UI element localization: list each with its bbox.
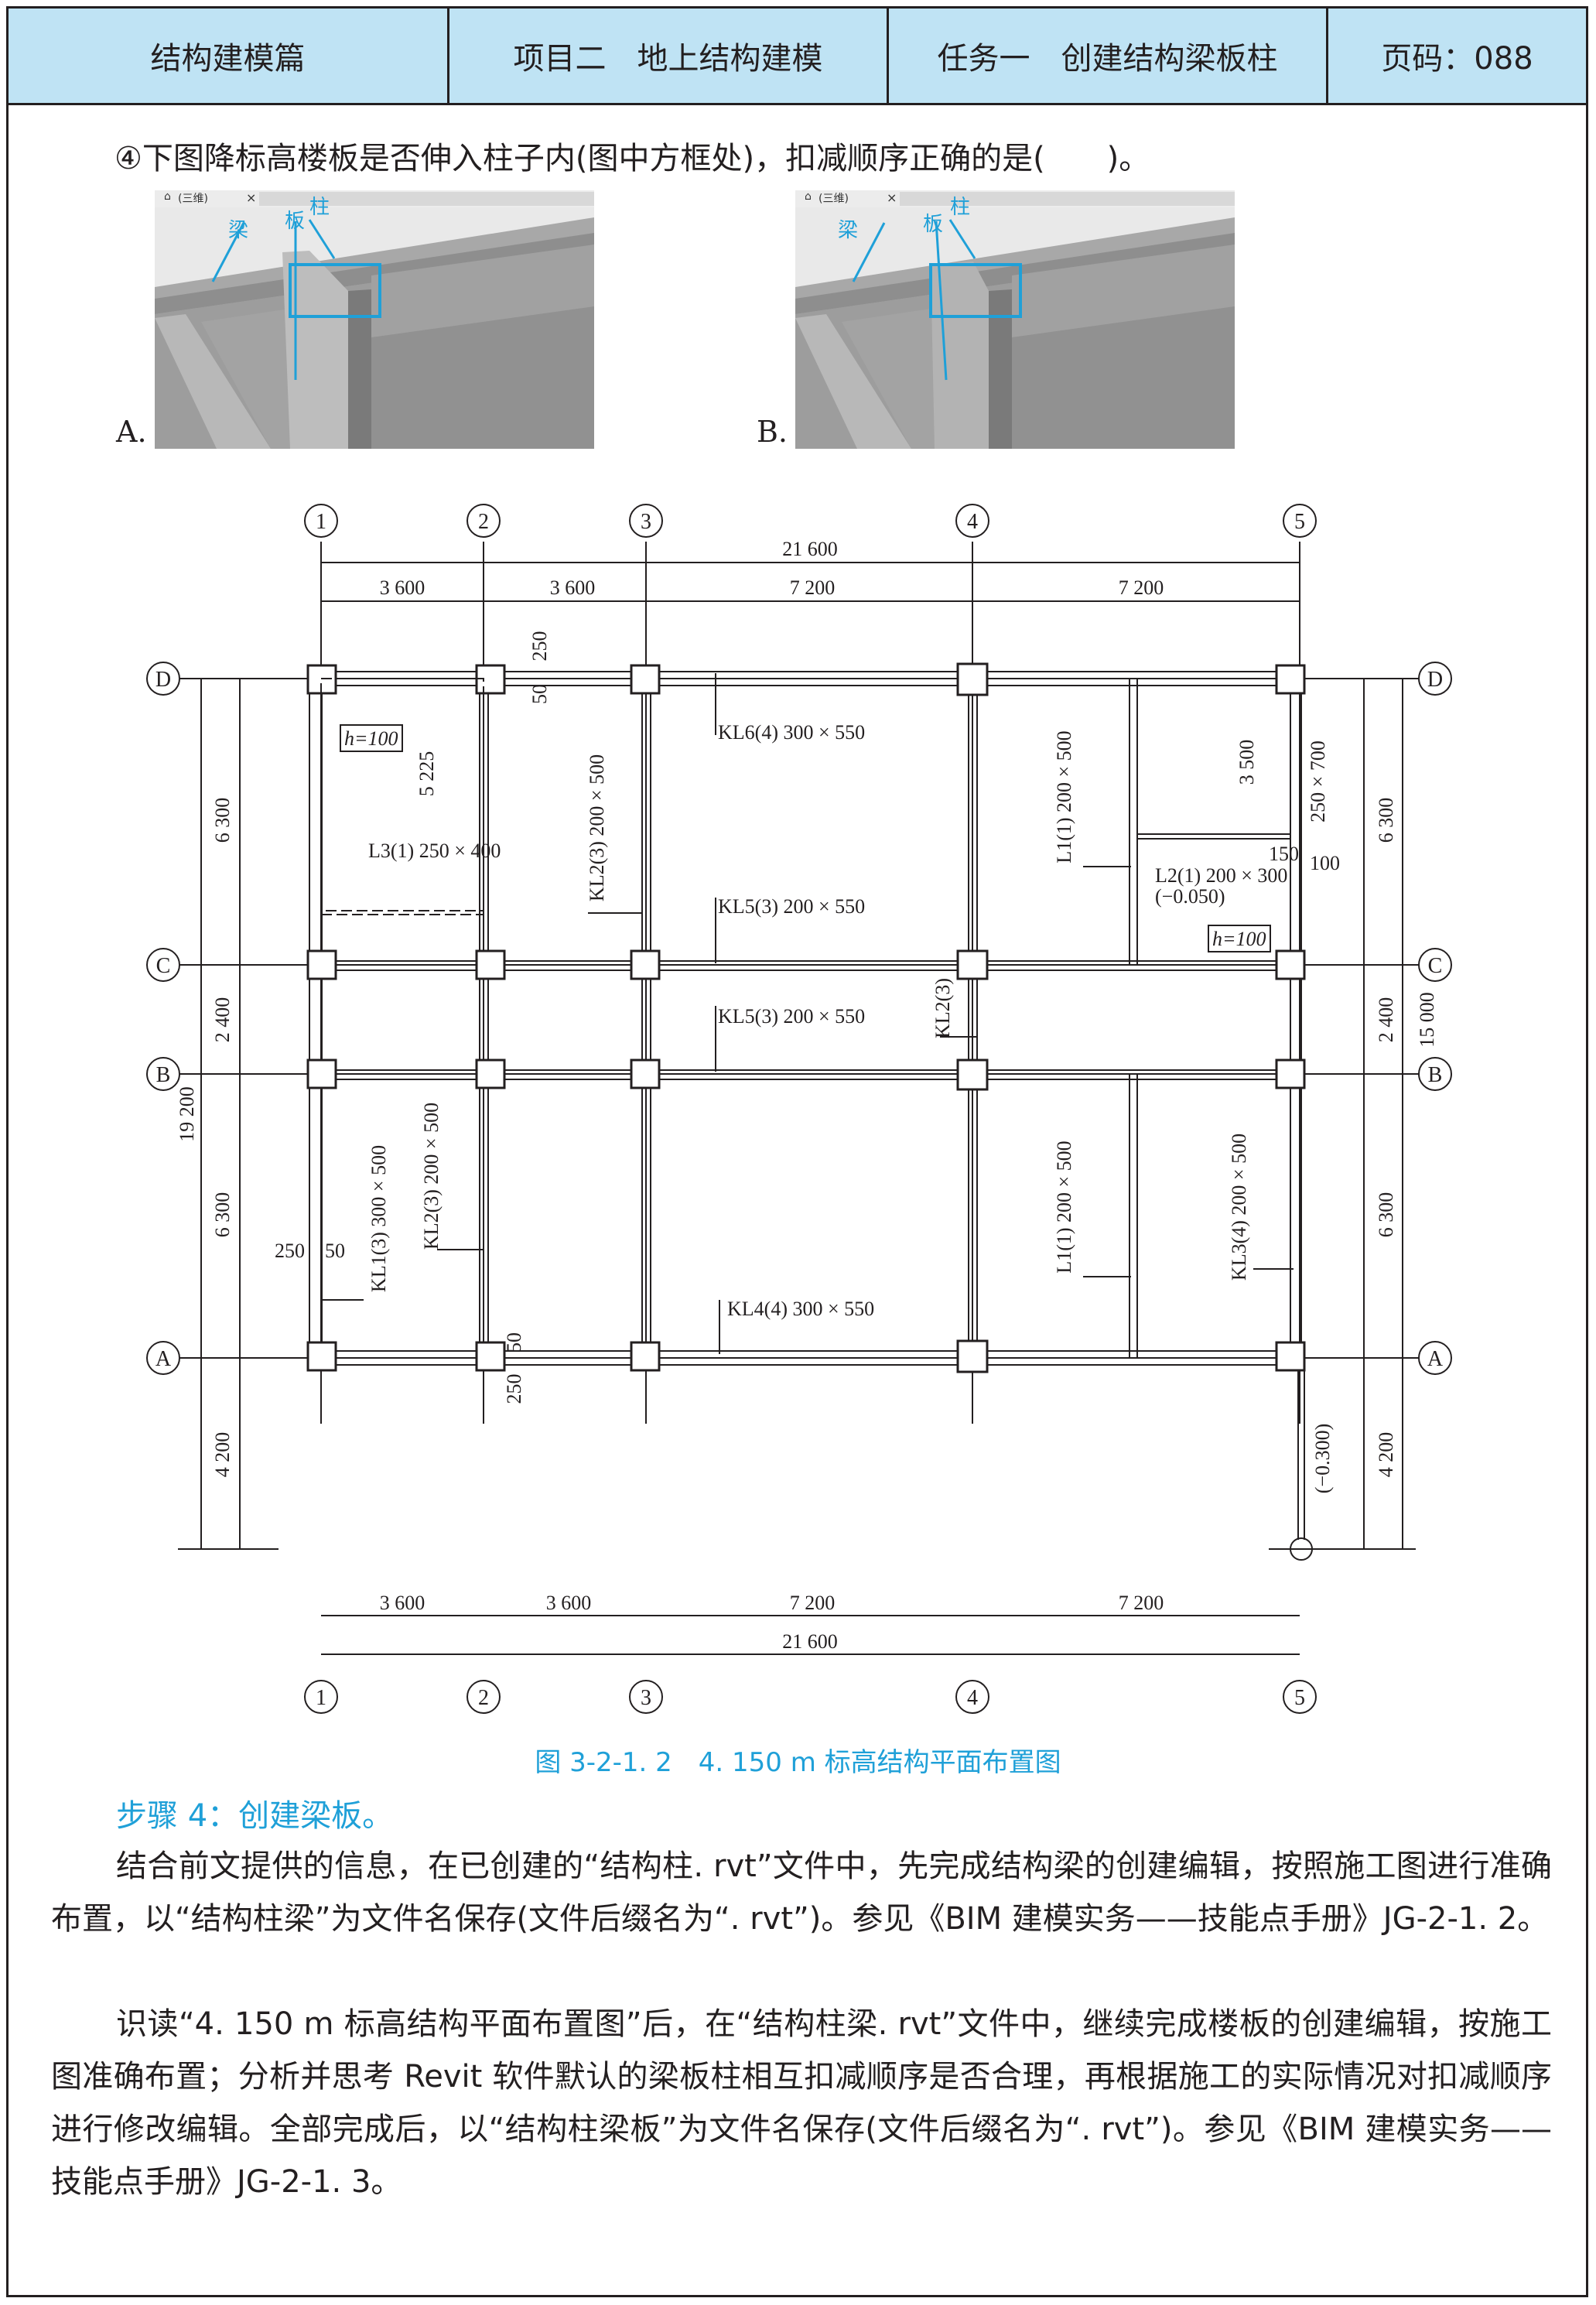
label-l1-bottom: L1(1) 200 × 500 xyxy=(1053,1141,1075,1273)
option-b-image[interactable]: ⌂ (三维) × 梁 板 柱 xyxy=(795,190,1235,449)
dim-250-bottom: 250 xyxy=(503,1374,525,1404)
label-kl2-mid: KL2(3) xyxy=(931,978,954,1038)
figure-caption: 图 3-2-1. 2 4. 150 m 标高结构平面布置图 xyxy=(535,1747,1061,1778)
label-l2: L2(1) 200 × 300 xyxy=(1155,864,1287,887)
option-a-letter: A. xyxy=(116,415,147,449)
label-l2-elevation: (−0.050) xyxy=(1155,885,1225,908)
dim-left-4: 4 200 xyxy=(211,1432,234,1478)
paragraph-1: 结合前文提供的信息，在已创建的“结构柱. rvt”文件中，先完成结构梁的创建编辑… xyxy=(51,1848,1552,1937)
dim-bottom-2: 3 600 xyxy=(546,1592,592,1614)
question-text: ④下图降标高楼板是否伸入柱子内(图中方框处)，扣减顺序正确的是( )。 xyxy=(114,141,1150,176)
label-kl5-lower: KL5(3) 200 × 550 xyxy=(718,1005,865,1028)
option-b-letter: B. xyxy=(757,415,788,449)
dim-right-1: 6 300 xyxy=(1375,798,1397,843)
axis-bubble-2: 2 xyxy=(478,510,489,534)
axis-bubble-2-bottom: 2 xyxy=(478,1686,489,1710)
dim-50-top: 50 xyxy=(528,684,551,704)
dim-top-total: 21 600 xyxy=(782,538,838,560)
label-kl3: KL3(4) 200 × 500 xyxy=(1228,1134,1250,1281)
home-icon: ⌂ xyxy=(805,190,812,203)
close-icon[interactable]: × xyxy=(246,190,257,205)
paragraph-2: 识读“4. 150 m 标高结构平面布置图”后，在“结构柱梁. rvt”文件中，… xyxy=(51,2006,1552,2200)
dim-left-1: 6 300 xyxy=(211,798,234,843)
option-a-image[interactable]: ⌂ (三维) × 梁 板 柱 xyxy=(155,190,594,449)
axis-bubble-b: B xyxy=(156,1063,171,1087)
dim-top-1: 3 600 xyxy=(380,576,425,599)
dim-50-bottom: 50 xyxy=(503,1332,525,1353)
axis-bubble-c-right: C xyxy=(1428,954,1443,978)
dim-bottom-4: 7 200 xyxy=(1119,1592,1164,1614)
dim-250-top: 250 xyxy=(528,631,551,662)
dim-150: 150 xyxy=(1269,843,1299,865)
dim-left-total: 19 200 xyxy=(176,1086,198,1142)
axis-bubble-d: D xyxy=(155,668,171,692)
axis-bubble-a-right: A xyxy=(1427,1347,1444,1371)
header-section: 结构建模篇 xyxy=(9,9,449,103)
label-kl5-upper: KL5(3) 200 × 550 xyxy=(718,895,865,918)
dim-right-total: 15 000 xyxy=(1416,992,1438,1048)
dim-top-4: 7 200 xyxy=(1119,576,1164,599)
dim-3500: 3 500 xyxy=(1235,740,1258,785)
dim-left-2: 2 400 xyxy=(211,997,234,1043)
dim-right-3: 6 300 xyxy=(1375,1192,1397,1238)
header-task: 任务一 创建结构梁板柱 xyxy=(889,9,1328,103)
label-l1-top: L1(1) 200 × 500 xyxy=(1053,730,1075,863)
dim-bottom-3: 7 200 xyxy=(790,1592,836,1614)
label-slab: 板 xyxy=(923,213,943,235)
dim-top-3: 7 200 xyxy=(790,576,836,599)
view-tab-title: (三维) xyxy=(178,193,208,205)
option-b-3d-render: 梁 板 柱 xyxy=(795,196,1235,449)
dim-bottom-total: 21 600 xyxy=(782,1630,838,1653)
label-slab: 板 xyxy=(285,210,305,232)
dim-5225: 5 225 xyxy=(415,751,438,797)
axis-bubble-a: A xyxy=(155,1347,172,1371)
axis-bubble-1: 1 xyxy=(316,510,326,534)
axis-bubble-3-bottom: 3 xyxy=(641,1686,651,1710)
view-tab: ⌂ (三维) × xyxy=(795,190,1235,207)
structural-plan: 1 2 3 4 5 1 2 3 4 5 D C B A D C B A 21 6… xyxy=(146,504,1452,1714)
label-column: 柱 xyxy=(309,196,330,218)
label-l3: L3(1) 250 × 400 xyxy=(368,840,501,862)
label-kl4: KL4(4) 300 × 550 xyxy=(727,1298,874,1320)
label-kl2-top: KL2(3) 200 × 500 xyxy=(586,754,608,901)
axis-bubble-c: C xyxy=(156,954,171,978)
axis-bubble-4-bottom: 4 xyxy=(967,1686,978,1710)
dim-100: 100 xyxy=(1310,852,1340,874)
label-kl6: KL6(4) 300 × 550 xyxy=(718,721,865,744)
dim-right-4: 4 200 xyxy=(1375,1432,1397,1478)
dim-right-2: 2 400 xyxy=(1375,997,1397,1043)
label-kl2-bottom: KL2(3) 200 × 500 xyxy=(420,1103,443,1250)
label-kl1: KL1(3) 300 × 500 xyxy=(367,1145,390,1292)
step-heading: 步骤 4：创建梁板。 xyxy=(116,1798,394,1834)
label-column: 柱 xyxy=(950,196,970,218)
view-tab-title: (三维) xyxy=(819,193,849,205)
dim-left-3: 6 300 xyxy=(211,1192,234,1238)
axis-bubble-4: 4 xyxy=(967,510,978,534)
axis-bubble-5: 5 xyxy=(1294,510,1305,534)
home-icon: ⌂ xyxy=(164,190,171,203)
slab-thickness-tag: h=100 xyxy=(1212,928,1266,950)
dim-250x700: 250 × 700 xyxy=(1307,740,1329,822)
axis-bubble-b-right: B xyxy=(1428,1063,1443,1087)
slab-thickness-tag: h=100 xyxy=(344,727,398,750)
option-a-3d-render: 梁 板 柱 xyxy=(155,196,594,449)
header-page: 页码：088 xyxy=(1381,41,1533,77)
label-beam: 梁 xyxy=(838,219,858,241)
view-tab: ⌂ (三维) × xyxy=(155,190,594,207)
header-project: 项目二 地上结构建模 xyxy=(449,9,889,103)
dim-top-2: 3 600 xyxy=(550,576,596,599)
axis-bubble-1-bottom: 1 xyxy=(316,1686,326,1710)
elevation-note: (−0.300) xyxy=(1311,1424,1334,1493)
label-beam: 梁 xyxy=(228,219,248,241)
axis-bubble-5-bottom: 5 xyxy=(1294,1686,1305,1710)
axis-bubble-3: 3 xyxy=(641,510,651,534)
close-icon[interactable]: × xyxy=(887,190,897,205)
dim-250-left: 250 xyxy=(275,1240,305,1262)
dim-50-left: 50 xyxy=(325,1240,345,1262)
page-header: 结构建模篇 项目二 地上结构建模 任务一 创建结构梁板柱 页码：088 xyxy=(6,6,1588,105)
dim-bottom-1: 3 600 xyxy=(380,1592,425,1614)
axis-bubble-d-right: D xyxy=(1427,668,1443,692)
